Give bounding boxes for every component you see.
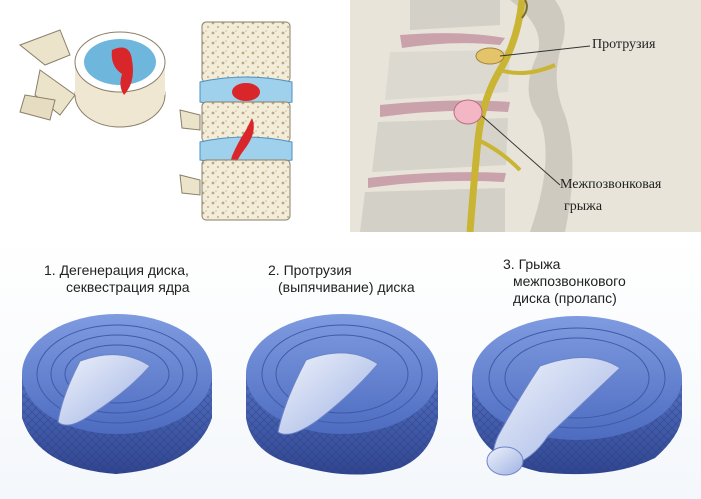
disc-stage-1 (22, 314, 212, 474)
stage-1-label: 1. Дегенерация диска, секвестрация ядра (44, 262, 190, 296)
vertebra-illustrations (19, 21, 293, 221)
nucleus-stage-3 (493, 357, 621, 469)
nucleus-normal (232, 83, 260, 101)
stage-2-line2: (выпячивание) диска (278, 279, 415, 295)
vertebra-isometric (19, 29, 166, 128)
disc-illustrations (22, 314, 682, 476)
spine-illustration (350, 0, 701, 232)
stage-3-line1: 3. Грыжа (503, 256, 561, 272)
hernia-leader (481, 115, 561, 186)
protrusion-bulge (475, 47, 505, 65)
spinal-nerve (466, 0, 556, 232)
disc-stages-panel: 1. Дегенерация диска, секвестрация ядра … (0, 236, 701, 499)
vertebra-illustration-panel (0, 0, 350, 232)
stage-1-line2: секвестрация ядра (66, 279, 190, 295)
hernia-bulge (453, 99, 483, 125)
spine-illustration-panel: Протрузия Межпозвонковая грыжа (350, 0, 701, 232)
stage-3-line2: межпозвонкового (513, 273, 626, 289)
hernia-callout-line1: Межпозвонковая (560, 177, 662, 192)
stage-3-line3: диска (пролапс) (513, 290, 617, 306)
hernia-callout-line2: грыжа (564, 199, 603, 214)
prolapsed-fragment (486, 446, 524, 476)
stage-2-line1: 2. Протрузия (268, 262, 352, 278)
vertebra-section (179, 21, 293, 221)
protrusion-callout: Протрузия (592, 37, 656, 52)
nucleus-stage-1 (57, 354, 151, 426)
nucleus-stage-2 (277, 352, 379, 435)
stage-1-line1: 1. Дегенерация диска, (44, 262, 189, 278)
disc-stage-2 (246, 314, 438, 475)
stage-2-label: 2. Протрузия (выпячивание) диска (268, 262, 415, 296)
stage-3-label: 3. Грыжа межпозвонкового диска (пролапс) (503, 256, 626, 307)
nucleus-isometric (111, 47, 133, 95)
disc-stage-3 (472, 316, 682, 476)
protrusion-leader (499, 45, 591, 57)
